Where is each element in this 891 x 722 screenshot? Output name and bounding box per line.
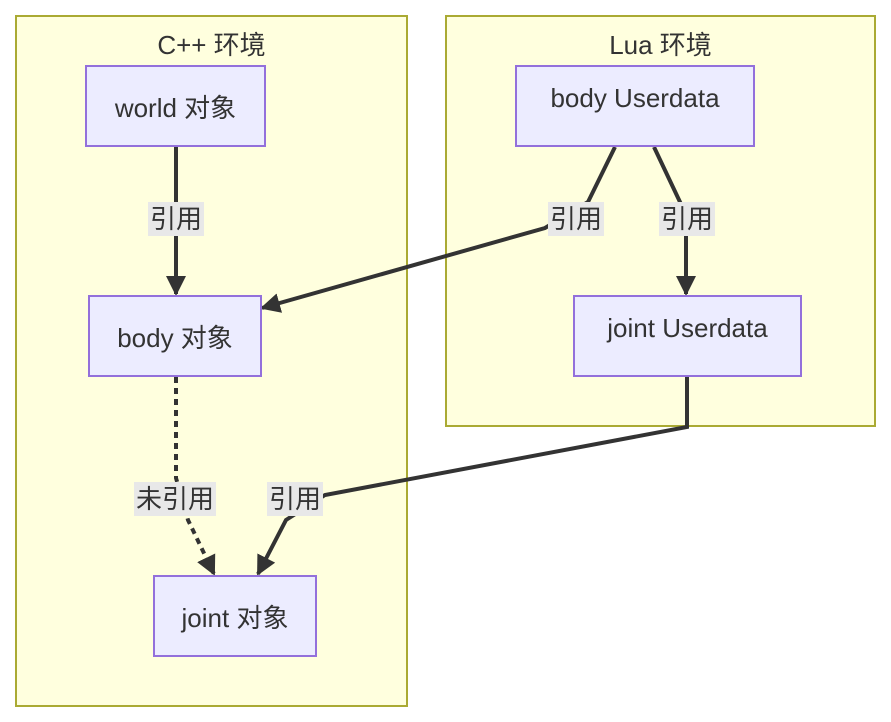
edge-label-world-body: 引用	[147, 202, 205, 236]
edge-label-bodyud-body: 引用	[547, 202, 605, 236]
edge-label-body-joint-unreferenced: 未引用	[133, 482, 217, 516]
node-world-object-label: world 对象	[114, 92, 237, 123]
node-body-object-label: body 对象	[117, 322, 233, 353]
node-body-userdata[interactable]: body Userdata	[515, 65, 755, 147]
node-joint-object-label: joint 对象	[181, 602, 289, 633]
cluster-lua-title: Lua 环境	[609, 30, 712, 60]
node-world-object[interactable]: world 对象	[85, 65, 266, 147]
edge-label-bodyud-jointud: 引用	[658, 202, 716, 236]
node-joint-userdata[interactable]: joint Userdata	[573, 295, 802, 377]
edge-jointud-to-joint	[256, 377, 689, 576]
cluster-cpp-title: C++ 环境	[157, 30, 266, 60]
node-joint-object[interactable]: joint 对象	[153, 575, 317, 657]
edge-body-to-joint-dotted	[174, 377, 216, 576]
edge-label-jointud-joint: 引用	[266, 482, 324, 516]
node-body-object[interactable]: body 对象	[88, 295, 262, 377]
node-joint-userdata-label: joint Userdata	[607, 313, 768, 343]
node-body-userdata-label: body Userdata	[550, 83, 720, 113]
